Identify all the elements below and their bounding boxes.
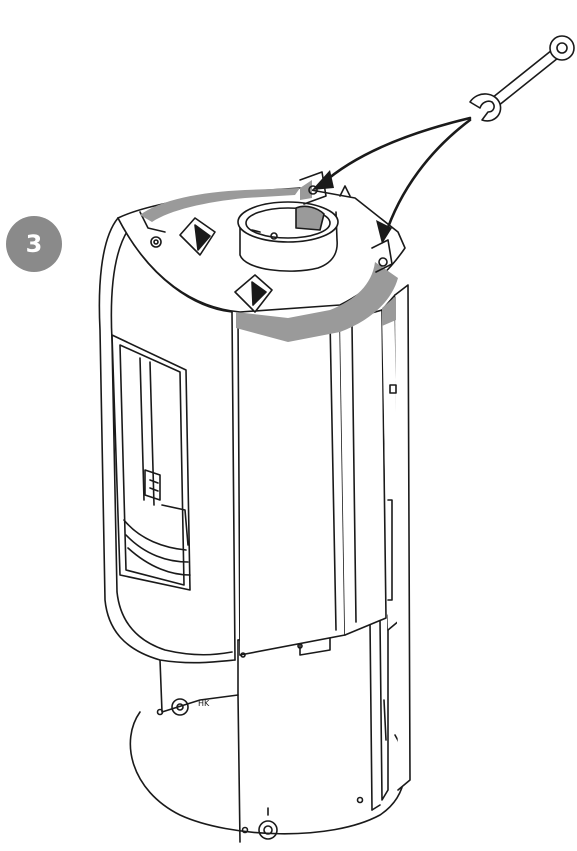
bolt-icon <box>258 820 278 840</box>
flue-collar <box>237 201 339 272</box>
bolt-icon <box>171 698 189 716</box>
side-panel <box>239 309 387 658</box>
mounting-bracket <box>140 171 398 342</box>
wrench-icon <box>469 35 575 122</box>
step-number-badge: 3 <box>6 216 62 272</box>
bolt-icon <box>308 185 318 195</box>
stove-door <box>111 334 191 591</box>
curved-arrow-icon <box>320 116 472 238</box>
arrowheads <box>312 170 392 244</box>
bolt-icon <box>378 257 388 267</box>
rear-panel <box>381 284 411 791</box>
stove-marking-label: HK <box>198 699 210 708</box>
